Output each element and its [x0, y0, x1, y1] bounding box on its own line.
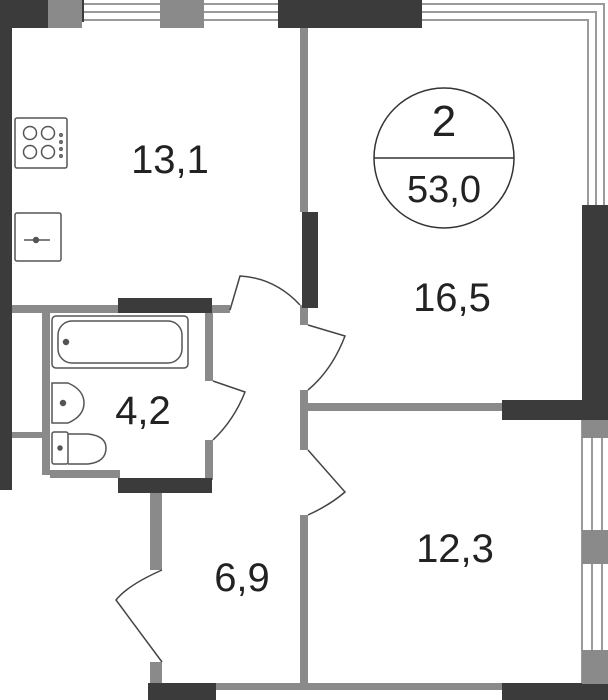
room-area-kitchen: 13,1 [131, 138, 209, 182]
wall-bath-bottom-dark [118, 478, 212, 493]
wall-bottom-left [148, 683, 216, 700]
window-top-right [422, 3, 605, 205]
door-kitchen [229, 275, 301, 311]
wall-kitchen-bottom [12, 305, 120, 313]
door-bedroom [307, 324, 346, 391]
wall-bedroom-living [308, 403, 503, 411]
wall-kitchen-bedroom-dark [302, 212, 318, 308]
badge-rooms: 2 [432, 97, 456, 146]
wall-kitchen-bedroom-upper [300, 22, 308, 212]
wall-left [0, 0, 12, 490]
wall-bottom-mid [215, 683, 505, 690]
wall-center-upper [300, 305, 308, 325]
apartment-badge: 2 53,0 [373, 87, 515, 229]
wall-center-mid [300, 390, 308, 450]
wall-bedroom-ledge [502, 400, 582, 420]
wall-top-pier-1 [82, 0, 84, 22]
doors [115, 275, 347, 663]
wall-hall-left-lower [150, 662, 162, 686]
wall-center-lower [300, 515, 308, 690]
wall-bath-right-upper [205, 313, 213, 381]
toilet-icon [51, 431, 107, 465]
wall-right-mullion-2 [582, 650, 608, 684]
door-living [307, 449, 347, 516]
door-bathroom [212, 380, 246, 441]
room-area-bedroom: 16,5 [413, 276, 491, 320]
interior-walls [12, 22, 505, 690]
wall-bath-top-dark [118, 298, 212, 313]
kitchen-sink-icon [14, 212, 62, 262]
wall-bath-top-right [210, 305, 230, 313]
wall-bottom-right [502, 683, 608, 700]
wall-right-upper [582, 205, 608, 420]
bathtub-icon [51, 315, 189, 369]
badge-total-area: 53,0 [407, 169, 481, 211]
wall-hall-left-upper [150, 490, 162, 570]
wall-bath-left [42, 313, 50, 475]
wall-bath-bottom [50, 470, 120, 478]
wall-top-left-corner [0, 0, 48, 28]
room-area-living-room: 12,3 [416, 527, 494, 571]
wall-bath-right-lower [205, 440, 213, 480]
wall-top-pier-left [48, 0, 82, 28]
wall-right-mullion-0 [582, 420, 608, 438]
wall-top-pier-2 [160, 0, 204, 28]
wall-right-mullion-1 [582, 530, 608, 564]
room-area-hallway: 6,9 [214, 556, 270, 600]
door-entrance [115, 569, 163, 663]
stove-icon [14, 117, 68, 169]
washbasin-icon [51, 382, 85, 424]
wall-closet-mid [12, 432, 42, 438]
wall-top-center [278, 0, 422, 28]
room-area-bathroom: 4,2 [115, 389, 171, 433]
